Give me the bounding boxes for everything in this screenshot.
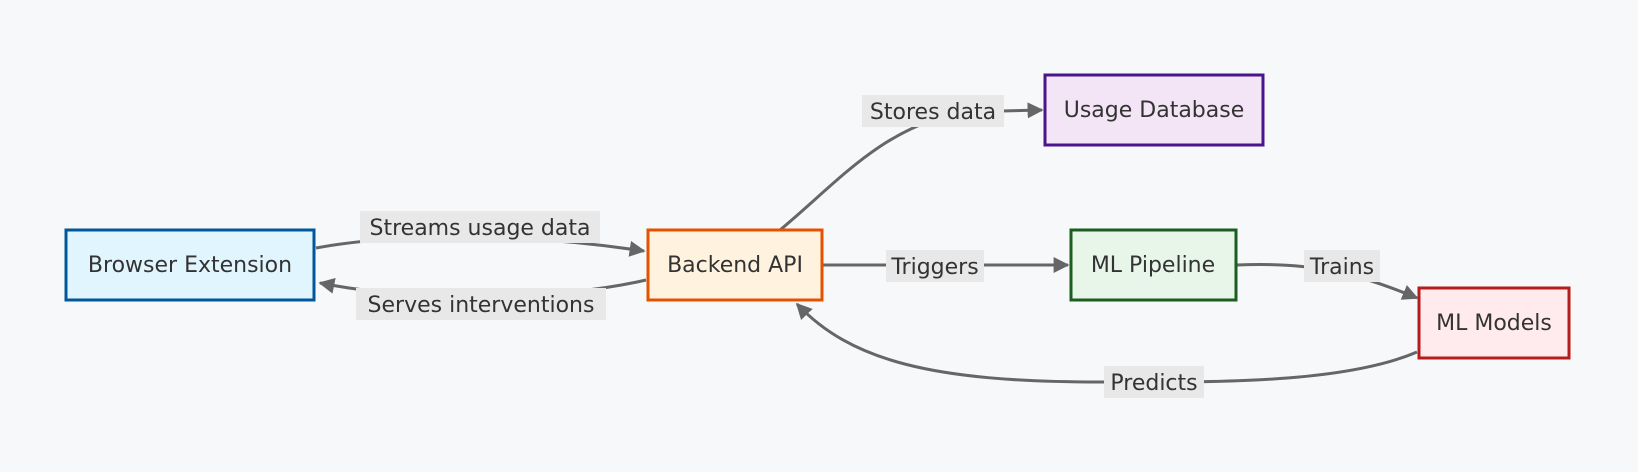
edge-label-predicts: Predicts — [1104, 366, 1204, 398]
node-usage-database-label: Usage Database — [1064, 98, 1245, 123]
node-ml-models-label: ML Models — [1436, 311, 1552, 336]
edge-label-serves: Serves interventions — [356, 288, 606, 320]
edge-label-stores: Stores data — [862, 95, 1004, 127]
edge-label-serves-text: Serves interventions — [368, 293, 595, 318]
node-usage-database[interactable]: Usage Database — [1043, 73, 1265, 147]
edge-label-predicts-text: Predicts — [1110, 371, 1197, 396]
node-browser-extension-label: Browser Extension — [88, 253, 292, 278]
node-ml-pipeline[interactable]: ML Pipeline — [1069, 228, 1238, 302]
edge-label-trains-text: Trains — [1309, 255, 1374, 280]
edge-stores-data — [779, 102, 1044, 232]
edge-label-triggers: Triggers — [886, 250, 984, 282]
node-backend-api-label: Backend API — [667, 253, 803, 278]
node-ml-models[interactable]: ML Models — [1417, 286, 1571, 360]
edge-label-streams-text: Streams usage data — [370, 216, 591, 241]
edge-predicts — [795, 302, 1418, 384]
node-browser-extension[interactable]: Browser Extension — [64, 228, 316, 302]
node-ml-pipeline-label: ML Pipeline — [1091, 253, 1215, 278]
edge-label-streams: Streams usage data — [360, 211, 600, 243]
edge-label-triggers-text: Triggers — [890, 255, 978, 280]
edge-label-stores-text: Stores data — [870, 100, 996, 125]
node-backend-api[interactable]: Backend API — [646, 228, 824, 302]
edge-label-trains: Trains — [1304, 250, 1380, 282]
